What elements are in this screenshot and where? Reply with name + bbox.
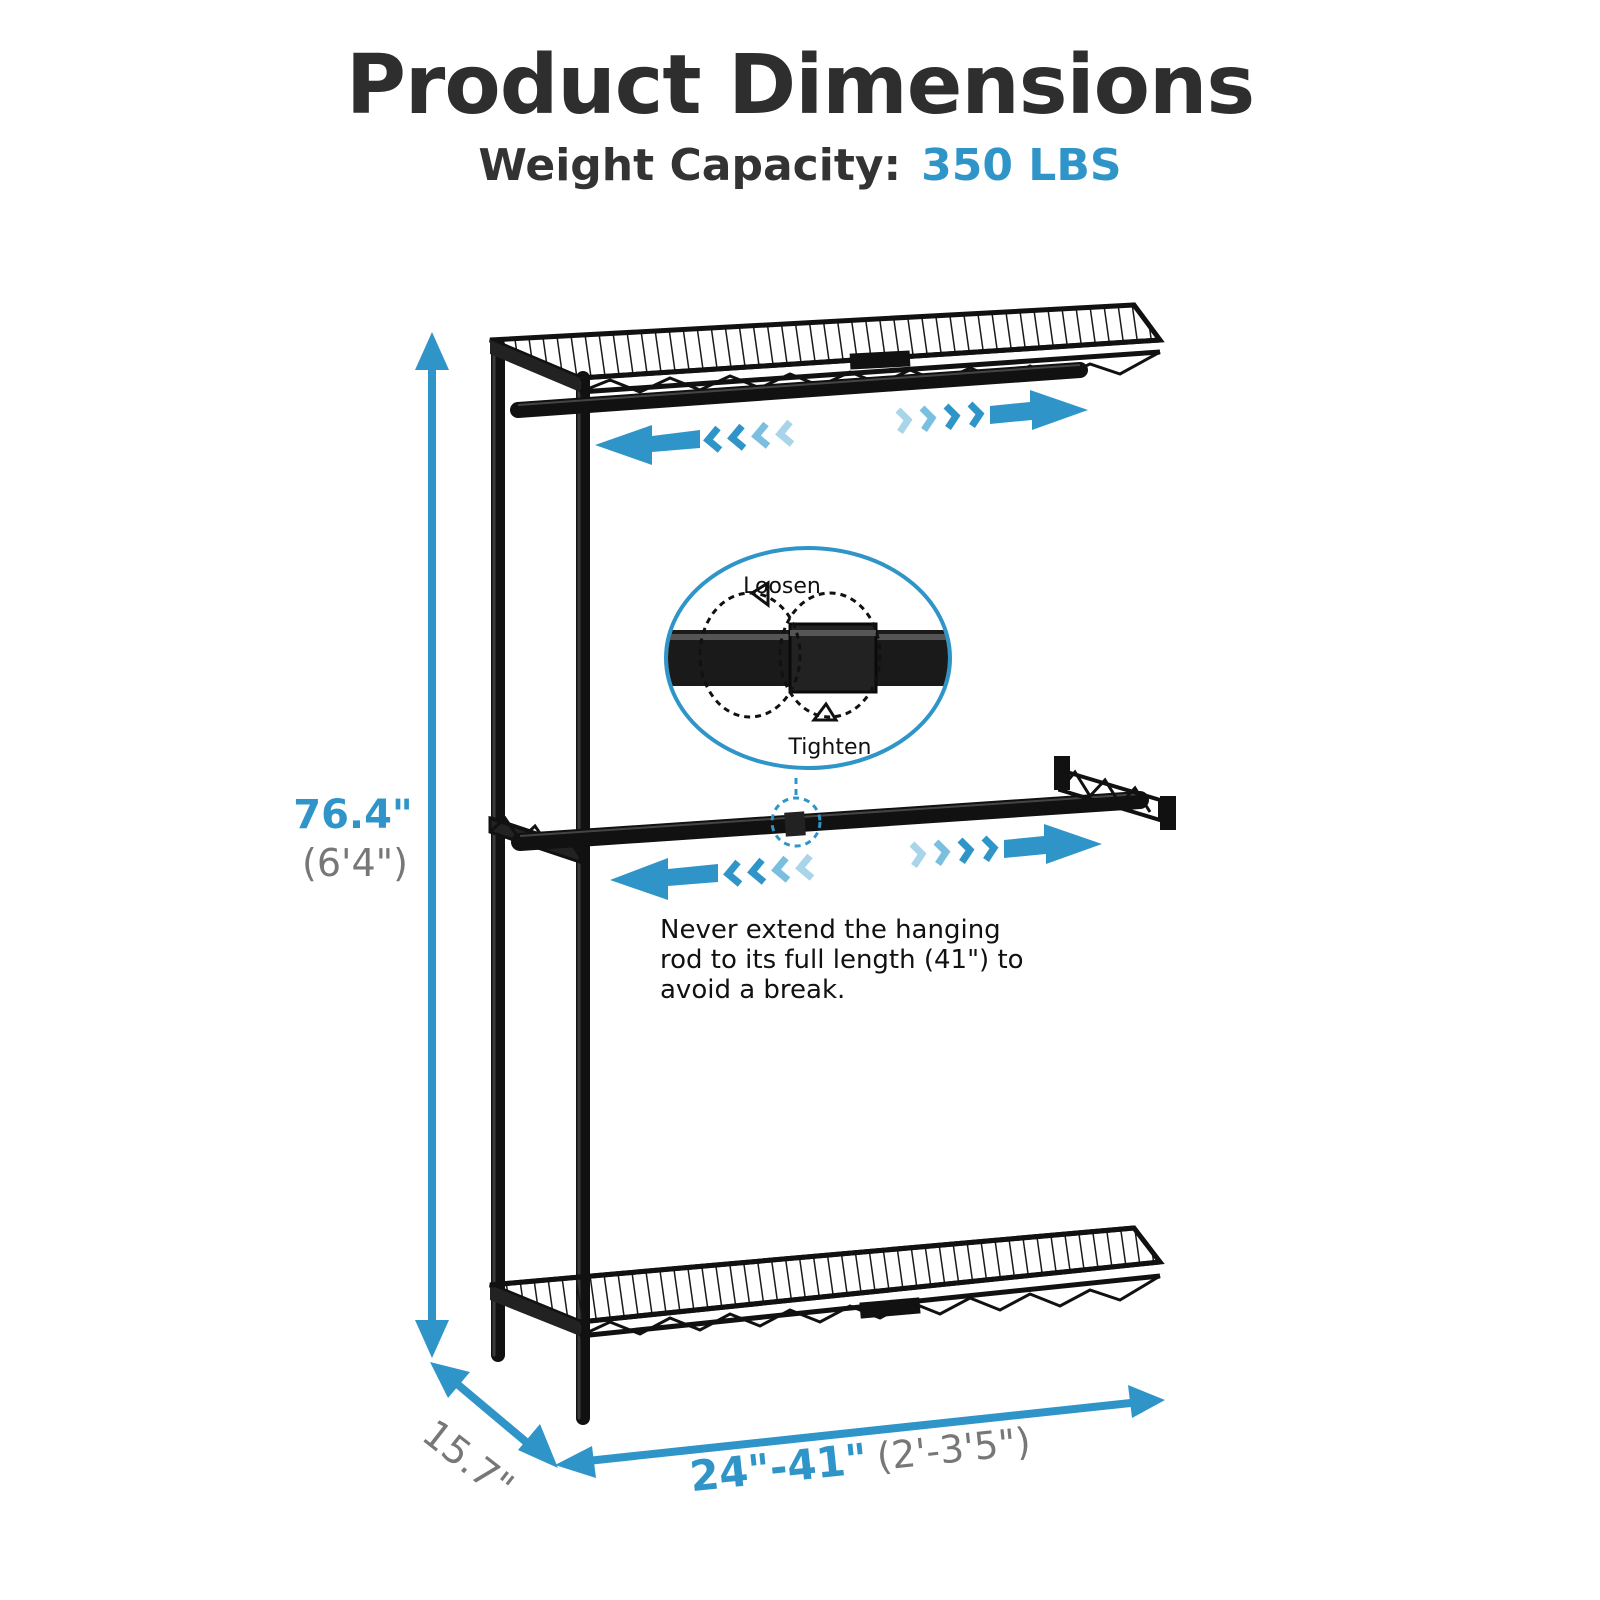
bottom-wire-shelf — [489, 1225, 1165, 1339]
note-line-3: avoid a break. — [660, 975, 845, 1005]
weight-capacity: Weight Capacity: 350 LBS — [0, 140, 1600, 191]
tighten-label: Tighten — [788, 735, 872, 760]
middle-right-arrow — [909, 824, 1102, 868]
middle-hanging-rod — [511, 756, 1176, 851]
rotate-arrow-icon — [811, 701, 839, 722]
middle-left-arrow — [610, 853, 815, 900]
height-dimension-arrow — [415, 332, 449, 1358]
note-line-2: rod to its full length (41") to — [660, 945, 1024, 975]
joint-highlight-circle — [770, 796, 822, 848]
height-label: 76.4" — [293, 792, 413, 838]
width-dimension-arrow — [555, 1385, 1165, 1478]
top-left-arrow — [595, 419, 795, 465]
page-title: Product Dimensions — [345, 38, 1255, 133]
frame-posts — [491, 338, 590, 1425]
top-hanging-rod — [510, 362, 1088, 418]
loosen-label: Loosen — [743, 574, 821, 599]
height-ft-label: (6'4") — [302, 841, 408, 885]
weight-capacity-value: 350 LBS — [921, 140, 1122, 191]
depth-dimension-arrow — [430, 1362, 558, 1468]
top-right-arrow — [895, 390, 1088, 434]
rotate-arrow-icon — [749, 580, 770, 608]
weight-capacity-label: Weight Capacity: — [478, 140, 902, 191]
note-line-1: Never extend the hanging — [660, 915, 1001, 945]
rod-joint-callout — [664, 546, 952, 770]
